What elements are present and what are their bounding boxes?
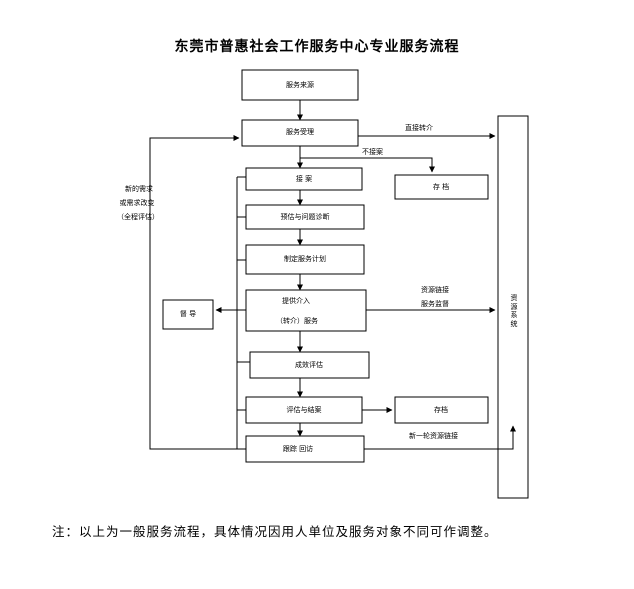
label-new-round: 新一轮资源链接	[409, 432, 458, 440]
label-direct-referral: 直接转介	[405, 124, 433, 132]
node-assessment: 预估与问题诊断	[280, 213, 330, 221]
node-archive2-box	[394, 396, 489, 424]
page-title: 东莞市普惠社会工作服务中心专业服务流程	[174, 39, 460, 55]
node-outcome-box	[249, 351, 370, 379]
node-archive2: 存档	[434, 406, 448, 414]
node-escort-box	[162, 299, 214, 330]
node-intervention-line1: 提供介入	[282, 297, 310, 305]
node-followup: 跟踪 回访	[282, 445, 314, 453]
node-intervention-line2: （转介）服务	[276, 317, 318, 325]
node-outcome: 成效评估	[295, 361, 323, 369]
label-reassess-line3: （全程评估）	[117, 213, 159, 221]
node-case-open: 接 案	[295, 175, 313, 183]
node-closing: 评估与结案	[286, 406, 322, 414]
node-case-open-box	[245, 167, 363, 191]
node-source: 服务来源	[286, 81, 314, 89]
label-reassess-line2: 或需求改变	[119, 199, 155, 207]
node-archive1-box	[394, 174, 489, 200]
label-reassess-line1: 新的需求	[125, 185, 153, 193]
label-not-accepted: 不接案	[362, 148, 383, 156]
node-escort: 督 导	[179, 310, 197, 318]
node-resource-system: 资源系统	[510, 294, 518, 328]
label-resource-link: 资源链接	[421, 286, 449, 294]
node-archive1: 存 档	[432, 183, 450, 191]
node-intake: 服务受理	[286, 128, 314, 136]
node-plan: 制定服务计划	[284, 255, 326, 263]
footnote: 注：以上为一般服务流程，具体情况因用人单位及服务对象不同可作调整。	[52, 524, 498, 539]
label-service-supervision: 服务监督	[421, 300, 449, 308]
node-resource-system-box	[497, 115, 529, 499]
